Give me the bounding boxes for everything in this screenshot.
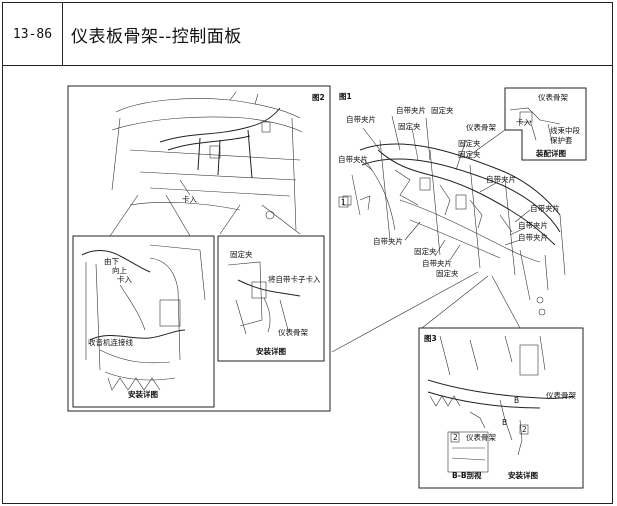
figure3-label: 图3 bbox=[424, 334, 437, 343]
fig1-callout-3: 固定夹 bbox=[398, 121, 421, 131]
figure3-sketch bbox=[427, 335, 576, 473]
inset-protect-1: 线束中段 bbox=[550, 125, 580, 135]
detail-right-fixing-clip: 固定夹 bbox=[230, 249, 253, 259]
figure2-group: 图2 卡入 bbox=[67, 85, 331, 412]
fig3-frame-1: 仪表骨架 bbox=[546, 390, 576, 400]
fig3-num-2a: 2 bbox=[453, 433, 458, 442]
figure2-detail-left-sketch bbox=[81, 244, 206, 391]
detail-right-clip-note: 将自带卡子卡入 bbox=[268, 274, 321, 284]
fig3-section: B-B剖视 bbox=[452, 470, 482, 480]
fig3-num-2b-box bbox=[519, 424, 529, 435]
figure1-dashboard-sketch bbox=[342, 115, 566, 316]
fig1-callout-0: 自带夹片 bbox=[346, 114, 376, 124]
fig3-frame-2: 仪表骨架 bbox=[466, 432, 496, 442]
page-title: 仪表板骨架--控制面板 bbox=[71, 26, 242, 47]
figure2-label: 图2 bbox=[312, 93, 325, 102]
inset-caption: 装配详图 bbox=[535, 148, 566, 158]
fig1-callout-14: 自带夹片 bbox=[422, 258, 452, 268]
fig1-num-1: 1 bbox=[341, 198, 346, 207]
fig1-to-fig2-leader bbox=[331, 271, 479, 353]
detail-left-down: 由下 bbox=[104, 256, 119, 266]
detail-right-frame: 仪表骨架 bbox=[278, 327, 308, 337]
figure1-group: 图1 bbox=[331, 87, 587, 353]
figure2-detail-right bbox=[217, 235, 325, 362]
detail-left-clip: 卡入 bbox=[117, 274, 132, 284]
figure2-main-sketch: 卡入 bbox=[109, 91, 303, 237]
figure3-frame bbox=[418, 327, 584, 489]
detail-left-caption: 安装详图 bbox=[128, 389, 158, 399]
fig1-callout-9: 自带夹片 bbox=[530, 203, 560, 213]
detail-left-radio-connector: 收音机连接线 bbox=[88, 337, 133, 347]
figure3-group: 图3 仪表骨架 B B 2 2 仪表骨架 B-B剖视 安装详图 bbox=[418, 327, 584, 489]
detail-right-caption: 安装详图 bbox=[256, 346, 286, 356]
inset-frame: 仪表骨架 bbox=[538, 92, 568, 102]
figure1-label: 图1 bbox=[339, 92, 352, 101]
fig1-callout-8: 自带夹片 bbox=[486, 174, 516, 184]
page-number: 13-86 bbox=[3, 3, 63, 65]
fig1-callout-4: 仪表骨架 bbox=[466, 122, 496, 132]
fig3-caption: 安装详图 bbox=[508, 470, 538, 480]
fig1-to-fig3-leader-b bbox=[491, 275, 521, 329]
figure2-detail-right-sketch bbox=[227, 261, 301, 335]
fig3-num-2b: 2 bbox=[522, 425, 527, 434]
figure2-detail-left bbox=[72, 235, 215, 408]
fig1-callout-10: 自带夹片 bbox=[518, 220, 548, 230]
fig1-callout-11: 自带夹片 bbox=[518, 232, 548, 242]
fig1-callout-2: 固定夹 bbox=[431, 105, 454, 115]
fig3-mark-b1: B bbox=[514, 396, 519, 405]
fig1-callout-1: 自带夹片 bbox=[396, 105, 426, 115]
fig1-callout-5: 自带夹片 bbox=[338, 154, 368, 164]
fig1-num-1-box bbox=[338, 196, 349, 208]
fig3-mark-b2: B bbox=[502, 418, 507, 427]
fig1-to-fig3-leader-a bbox=[421, 275, 489, 329]
fig1-callout-12: 自带夹片 bbox=[373, 236, 403, 246]
fig1-callout-6: 固定夹 bbox=[458, 138, 481, 148]
fig1-callout-7: 固定夹 bbox=[458, 149, 481, 159]
inset-protect-2: 保护套 bbox=[550, 135, 573, 145]
header-bar: 13-86 仪表板骨架--控制面板 bbox=[3, 3, 612, 66]
fig1-callout-15: 固定夹 bbox=[436, 268, 459, 278]
inset-clip: 卡入 bbox=[516, 117, 531, 127]
figure1-inset bbox=[469, 87, 587, 161]
detail-left-up: 向上 bbox=[112, 265, 127, 275]
figure2-clip-label: 卡入 bbox=[182, 194, 197, 204]
fig1-callout-13: 固定夹 bbox=[414, 246, 437, 256]
fig3-num-2a-box bbox=[450, 432, 460, 443]
